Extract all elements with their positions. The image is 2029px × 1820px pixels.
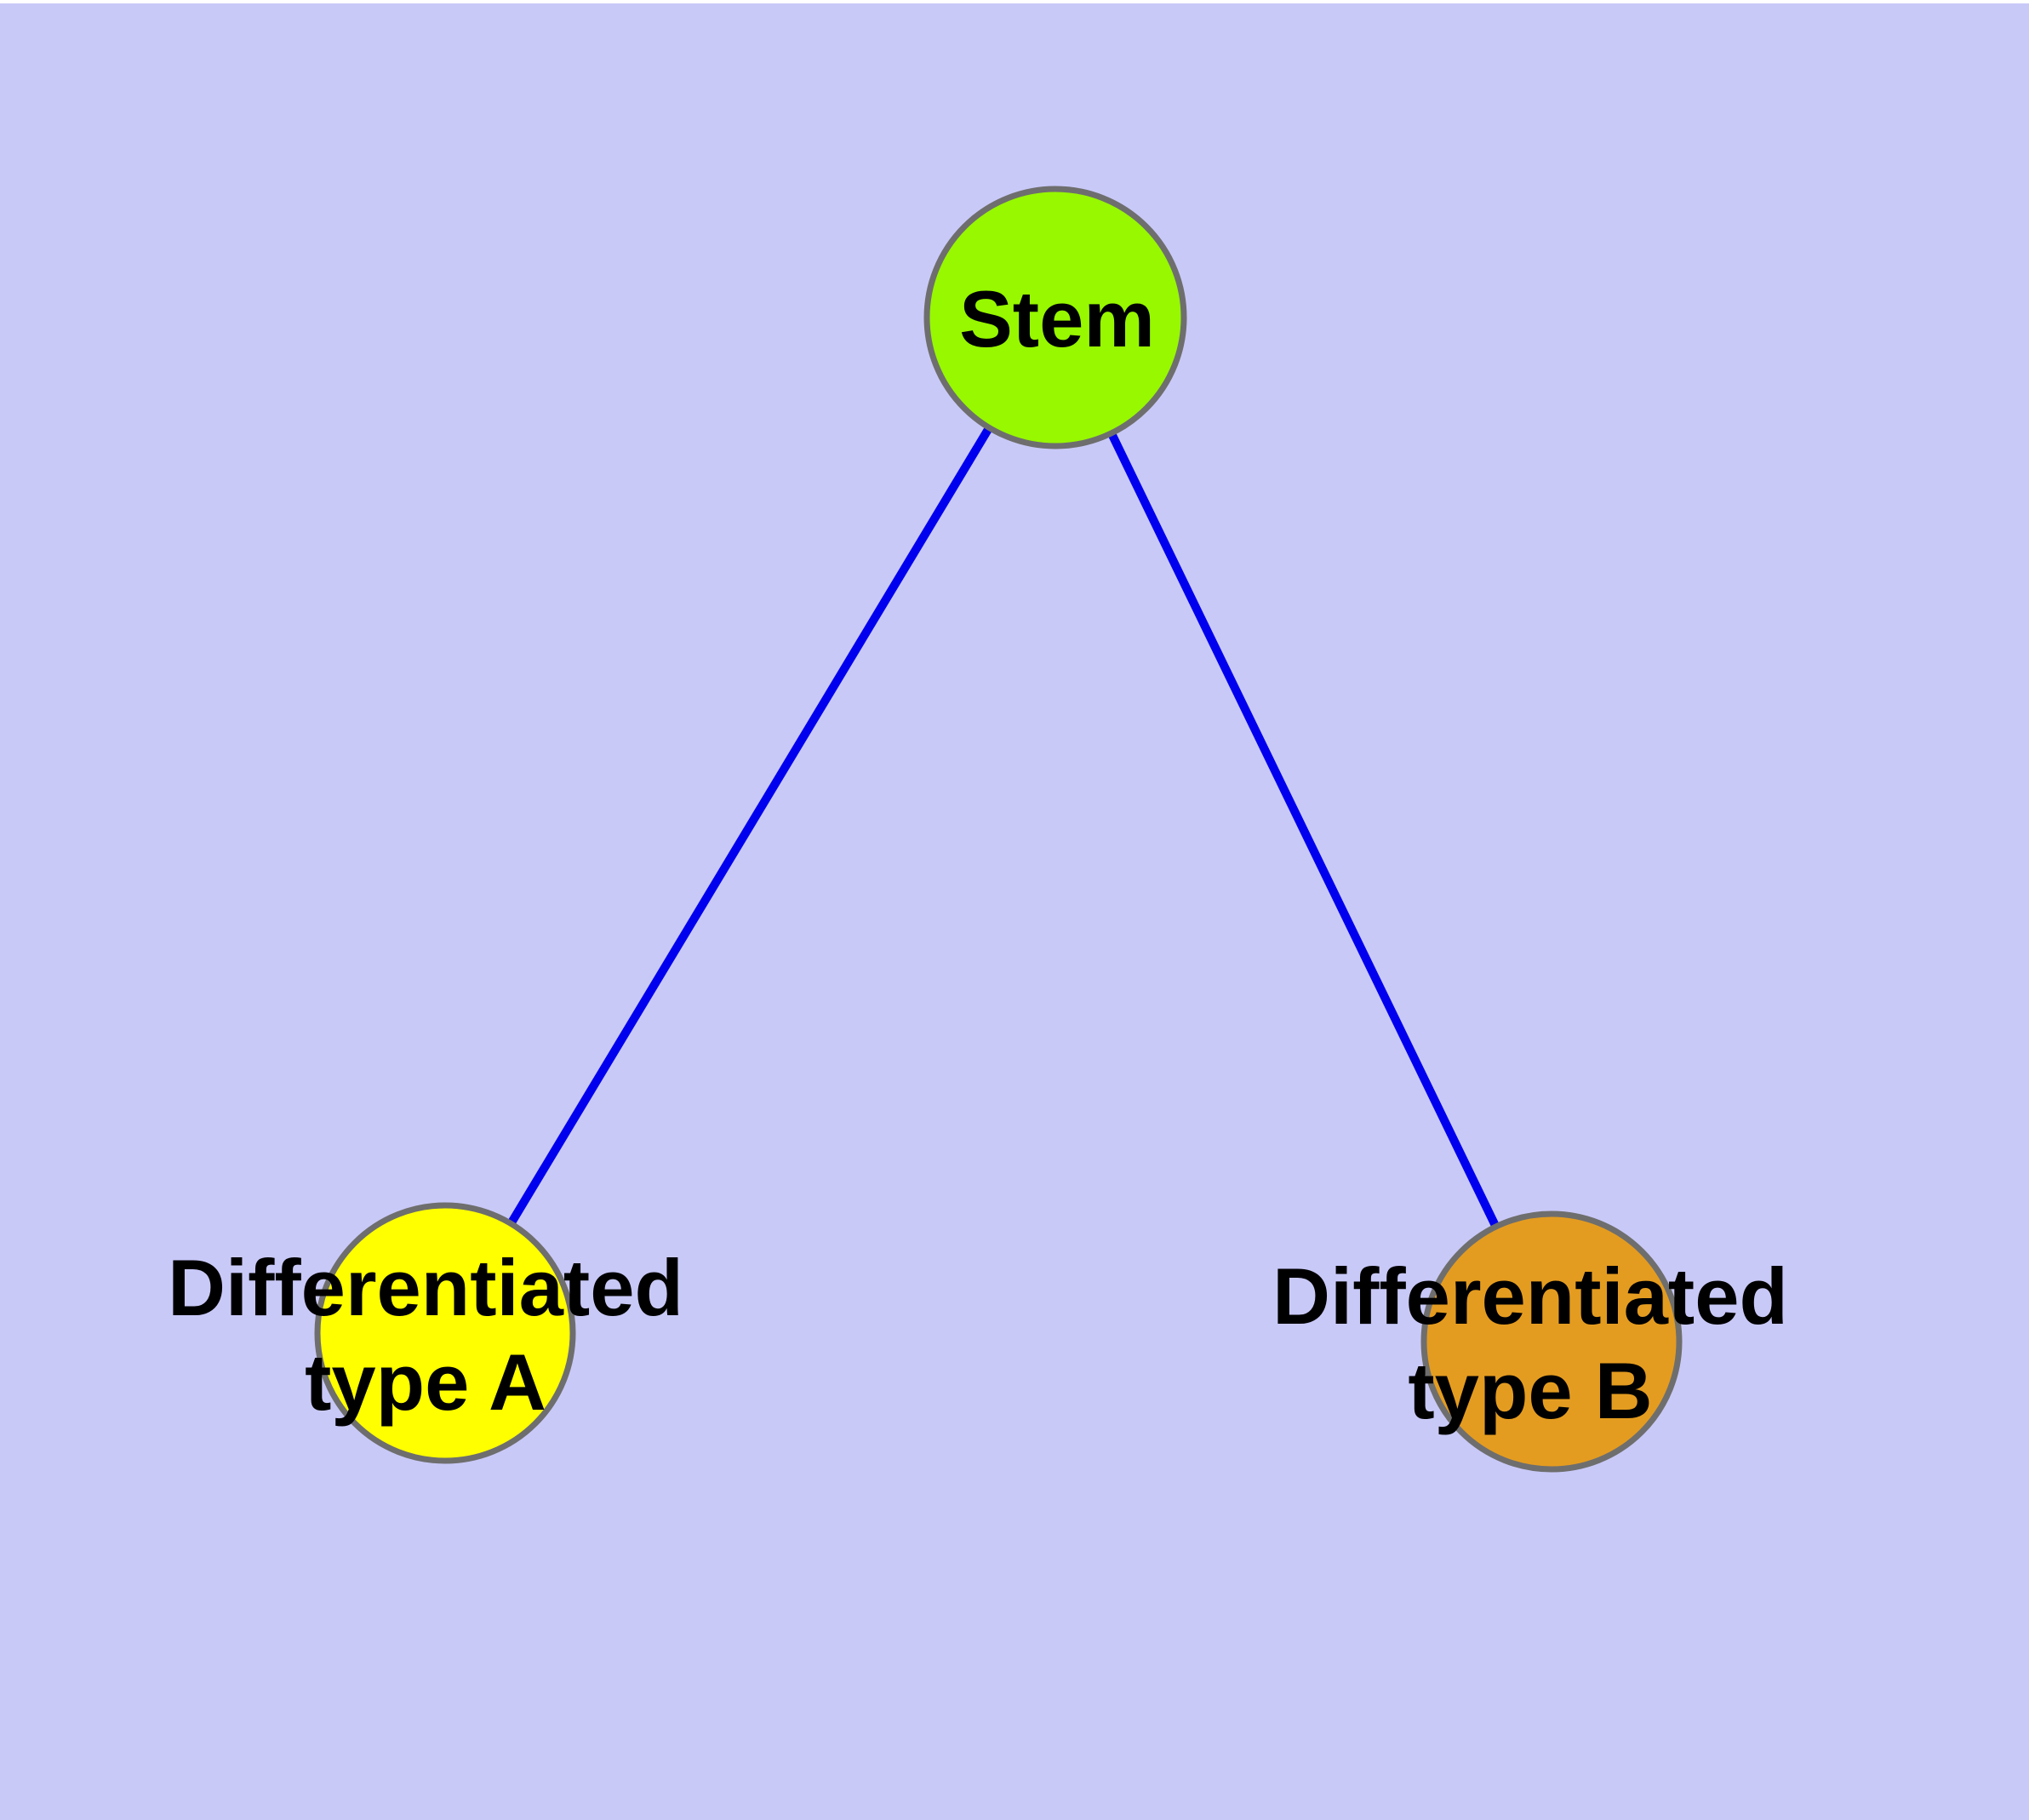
node-type-a-label-line2: type A — [305, 1337, 546, 1427]
node-type-a-circle — [314, 1202, 576, 1464]
nodes — [314, 186, 1683, 1473]
node-stem-label: Stem — [959, 274, 1155, 363]
node-type-a-label-line1: Differentiated — [168, 1243, 683, 1332]
node-labels: Stem Differentiated type A Differentiate… — [168, 274, 1788, 1435]
node-stem-circle — [923, 186, 1187, 449]
node-type-b-label-line1: Differentiated — [1272, 1251, 1788, 1341]
edges — [441, 315, 1556, 1344]
edge-stem-to-type-b — [1051, 315, 1556, 1344]
edge-stem-to-type-a — [441, 315, 1060, 1336]
node-type-b-circle — [1420, 1210, 1683, 1473]
node-type-b-label-line2: type B — [1408, 1346, 1652, 1435]
